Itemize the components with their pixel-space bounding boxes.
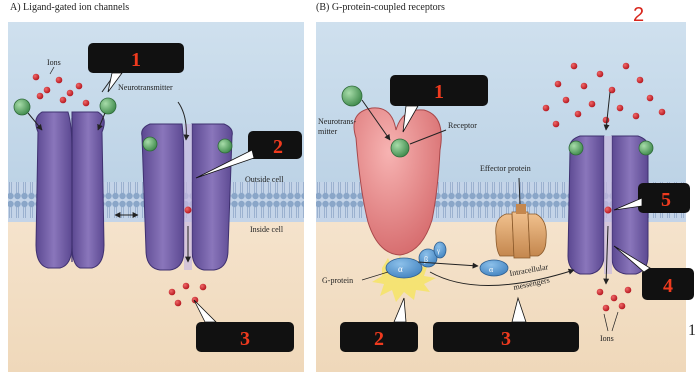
outside-cell-label: Outside cell (245, 175, 284, 184)
marker-2-a-text: 2 (273, 136, 283, 158)
marker-1-b-text: 1 (434, 81, 444, 103)
marker-5-b-text: 5 (661, 189, 671, 211)
ions-label: Ions (47, 58, 61, 67)
edge-mark: 1 (688, 322, 696, 340)
marker-3-a-text: 3 (240, 328, 250, 350)
bound-neurotransmitter-b (391, 139, 409, 157)
marker-3-b-text: 3 (501, 328, 511, 350)
channel-modulator-left (569, 141, 583, 155)
neurotransmitter-label: Neurotransmitter (118, 83, 173, 92)
ion-in-channel-b (605, 207, 612, 214)
closed-ion-channel (36, 112, 105, 268)
receptor-label: Receptor (448, 121, 477, 130)
g-protein-label: G-protein (322, 276, 353, 285)
marker-4-b-text: 4 (663, 275, 673, 297)
panel-b-title: (B) G-protein-coupled receptors (316, 2, 445, 13)
neurotransmitter-ligand (14, 99, 30, 115)
panel-a-title: A) Ligand-gated ion channels (10, 2, 129, 13)
panel-a: Ions Neurotransmitter Outside cell Insid… (8, 22, 304, 372)
neurotransmitter-b-label-2: mitter (318, 127, 337, 136)
marker-2-b-text: 2 (374, 328, 384, 350)
bound-neurotransmitter (143, 137, 157, 151)
bound-neurotransmitter (218, 139, 232, 153)
ions-b-label: Ions (600, 334, 614, 343)
inside-cell-label: Inside cell (250, 225, 284, 234)
channel-modulator-right (639, 141, 653, 155)
neurotransmitter-b-label-1: Neurotrans- (318, 117, 357, 126)
page-number: 2 (633, 4, 644, 27)
alpha-symbol: α (398, 264, 403, 274)
marker-1-a-text: 1 (131, 49, 141, 71)
g-alpha-free (480, 260, 508, 276)
gamma-symbol: γ (436, 247, 440, 255)
effector-protein-label: Effector protein (480, 164, 531, 173)
panel-b: α β γ α (316, 22, 694, 372)
free-neurotransmitter-b (342, 86, 362, 106)
ion-in-channel (185, 207, 192, 214)
neurotransmitter-ligand (100, 98, 116, 114)
g-alpha-subunit (386, 258, 422, 278)
